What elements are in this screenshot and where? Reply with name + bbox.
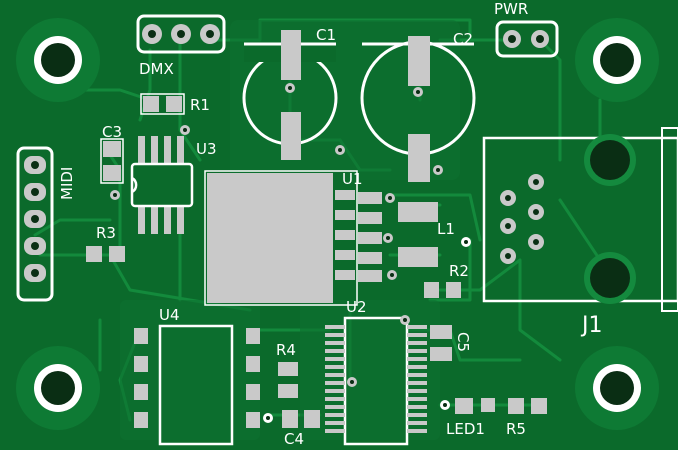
mounting-hole-top-right <box>575 18 659 102</box>
label-midi: MIDI <box>58 167 76 200</box>
resistor-r5 <box>508 398 547 414</box>
mounting-holes <box>16 18 659 430</box>
label-dmx: DMX <box>139 60 174 78</box>
label-u1: U1 <box>342 170 363 188</box>
pwr-header <box>495 20 559 58</box>
label-c4: C4 <box>284 430 304 448</box>
mounting-hole-top-left <box>16 18 100 102</box>
label-r4: R4 <box>276 341 296 359</box>
chip-u2 <box>325 315 427 446</box>
midi-header <box>16 146 54 302</box>
label-l1: L1 <box>437 220 455 238</box>
resistor-r2 <box>424 282 461 298</box>
label-r2: R2 <box>449 262 469 280</box>
dmx-header <box>136 14 226 54</box>
label-c2: C2 <box>453 30 473 48</box>
resistor-r1 <box>140 93 190 135</box>
vias-near-u1 <box>383 193 471 280</box>
capacitor-c3 <box>100 138 124 200</box>
mounting-hole-bottom-left <box>16 346 100 430</box>
capacitor-c4 <box>263 410 320 428</box>
passives-near-u1 <box>358 192 438 282</box>
led-led1 <box>440 398 495 414</box>
chip-u4 <box>134 324 260 446</box>
chip-u3 <box>130 136 194 234</box>
label-c5: C5 <box>454 332 472 352</box>
label-u2: U2 <box>346 298 367 316</box>
label-r3: R3 <box>96 224 116 242</box>
label-u3: U3 <box>196 140 217 158</box>
label-r5: R5 <box>506 420 526 438</box>
label-pwr: PWR <box>494 0 528 18</box>
label-r1: R1 <box>190 96 210 114</box>
resistor-r3 <box>86 246 125 262</box>
label-c3: C3 <box>102 123 122 141</box>
label-u4: U4 <box>159 306 180 324</box>
capacitor-c5 <box>430 325 452 361</box>
resistor-r4 <box>278 362 298 398</box>
chip-u1 <box>204 170 358 306</box>
label-led1: LED1 <box>446 420 485 438</box>
capacitor-c2 <box>360 36 476 182</box>
capacitor-c1 <box>242 30 345 160</box>
label-j1: J1 <box>580 313 603 338</box>
label-c1: C1 <box>316 26 336 44</box>
mounting-hole-bottom-right <box>575 346 659 430</box>
connector-j1 <box>482 127 678 312</box>
